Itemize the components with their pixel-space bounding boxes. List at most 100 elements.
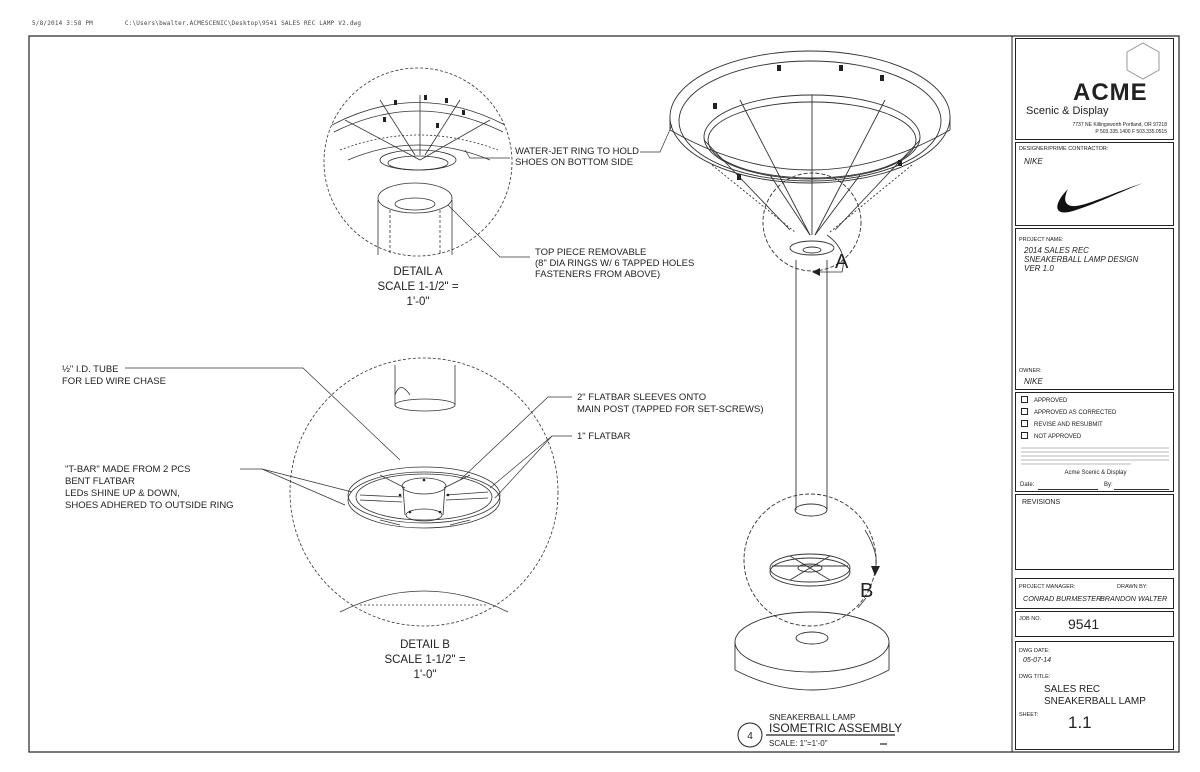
revisions-label: REVISIONS: [1022, 499, 1061, 506]
arrow-b: [864, 529, 877, 571]
callout-flatbar: 1" FLATBAR: [577, 431, 630, 442]
title-block-project: PROJECT NAME: 2014 SALES REC SNEAKERBALL…: [1015, 228, 1174, 390]
callout-tbar-1: "T-BAR" MADE FROM 2 PCS: [65, 464, 191, 475]
company-phone: P 503.335.1400 F 503.335.0515: [1095, 129, 1167, 135]
detail-a-scale-2: 1'-0": [407, 296, 430, 308]
leader-flatbar-2: [489, 435, 553, 489]
swoosh-icon: [1057, 183, 1143, 213]
detail-a-bolts: [383, 95, 465, 128]
drawn-label: DRAWN BY:: [1117, 584, 1148, 590]
callout-tbar-3: LEDs SHINE UP & DOWN,: [65, 488, 180, 499]
by-label: By:: [1104, 482, 1113, 488]
owner-label: OWNER:: [1019, 368, 1042, 374]
dwg-date: 05-07-14: [1023, 657, 1052, 664]
detail-b-scale-1: SCALE 1-1/2" =: [384, 654, 465, 666]
sheet-border: [28, 35, 1180, 753]
arrow-b-head: [871, 566, 880, 576]
pm-name: CONRAD BURMESTER: [1023, 594, 1102, 603]
callout-top-piece-2: (8" DIA RINGS W/ 6 TAPPED HOLES: [535, 258, 694, 269]
approval-revise-resubmit[interactable]: REVISE AND RESUBMIT: [1021, 420, 1103, 428]
leader-ring: [640, 124, 673, 153]
pm-label: PROJECT MANAGER:: [1019, 584, 1076, 590]
callout-texts: WATER-JET RING TO HOLD SHOES ON BOTTOM S…: [62, 146, 764, 511]
title-block-job: JOB NO. 9541: [1015, 611, 1174, 637]
approval-approved[interactable]: APPROVED: [1021, 396, 1067, 404]
company-name: ACME: [1073, 79, 1148, 106]
detail-b-bolts: [398, 478, 450, 514]
dwg-title-1: SALES REC: [1044, 684, 1101, 695]
detail-a-scale-1: SCALE 1-1/2" =: [377, 281, 458, 293]
leader-flatbar: [494, 435, 572, 499]
dwg-date-label: DWG DATE:: [1019, 648, 1050, 654]
callout-waterjet-1: WATER-JET RING TO HOLD: [515, 146, 639, 157]
callout-top-piece-3: FASTENERS FROM ABOVE): [535, 269, 660, 280]
project-line-2: SNEAKERBALL LAMP DESIGN: [1024, 255, 1139, 264]
project-line-3: VER 1.0: [1024, 264, 1054, 273]
date-label: Date:: [1020, 482, 1035, 488]
leader-waterjet: [464, 149, 510, 159]
view-title: ISOMETRIC ASSEMBLY: [769, 721, 902, 735]
leader-sleeve: [459, 396, 572, 481]
company-address: 7737 NE Killingsworth Portland, OR 97218: [1072, 122, 1168, 128]
callout-sleeve-2: MAIN POST (TAPPED FOR SET-SCREWS): [577, 404, 764, 415]
view-title-block: 4 SNEAKERBALL LAMP ISOMETRIC ASSEMBLY SC…: [737, 712, 902, 748]
callout-top-piece-1: TOP PIECE REMOVABLE: [535, 247, 646, 258]
leader-tube: [125, 367, 401, 461]
job-number: 9541: [1068, 616, 1100, 632]
client-name: NIKE: [1024, 157, 1043, 166]
title-block-client: DESIGNER/PRIME CONTRACTOR: NIKE: [1015, 142, 1174, 226]
approval-label: NOT APPROVED: [1034, 434, 1082, 440]
detail-a-title: DETAIL A: [393, 266, 443, 278]
plot-file-path: C:\Users\bwalter.ACMESCENIC\Desktop\9541…: [124, 20, 362, 27]
owner-name: NIKE: [1024, 377, 1043, 386]
callout-tube-1: ½" I.D. TUBE: [62, 364, 119, 375]
leader-tbar-2: [261, 468, 353, 493]
job-label: JOB NO.: [1019, 616, 1042, 622]
client-label: DESIGNER/PRIME CONTRACTOR:: [1019, 146, 1109, 152]
drawn-name: BRANDON WALTER: [1100, 594, 1168, 603]
sheet-number: 1.1: [1068, 713, 1092, 732]
marker-a: A: [835, 251, 849, 273]
title-block-logo: ACME Scenic & Display 7737 NE Killingswo…: [1015, 38, 1174, 140]
project-line-1: 2014 SALES REC: [1024, 246, 1089, 255]
plot-timestamp: 5/8/2014 3:58 PM: [32, 20, 93, 27]
title-block-revisions: REVISIONS: [1015, 494, 1174, 570]
callout-sleeve-1: 2" FLATBAR SLEEVES ONTO: [577, 392, 706, 403]
title-block-personnel: PROJECT MANAGER: DRAWN BY: CONRAD BURMES…: [1015, 578, 1174, 609]
lamp-assembly: [669, 50, 951, 691]
title-block-approval: APPROVED APPROVED AS CORRECTED REVISE AN…: [1015, 392, 1174, 492]
detail-a-view: [323, 67, 513, 257]
view-scale: SCALE: 1"=1'-0": [769, 739, 828, 748]
callout-tbar-2: BENT FLATBAR: [65, 476, 135, 487]
callout-tbar-4: SHOES ADHERED TO OUTSIDE RING: [65, 500, 234, 511]
company-sub: Scenic & Display: [1026, 105, 1109, 117]
callout-waterjet-2: SHOES ON BOTTOM SIDE: [515, 157, 633, 168]
hexagon-icon: [1126, 42, 1160, 80]
view-number: 4: [747, 731, 753, 742]
detail-b-scale-2: 1'-0": [414, 669, 437, 681]
title-block-dwg: DWG DATE: 05-07-14 DWG TITLE: SALES REC …: [1015, 641, 1174, 750]
sheet-label: SHEET:: [1019, 712, 1039, 718]
arrow-b-tail: [857, 597, 867, 609]
leader-top-piece: [447, 204, 530, 258]
dwg-title-2: SNEAKERBALL LAMP: [1044, 696, 1146, 707]
leader-tbar: [240, 468, 346, 506]
detail-b-title: DETAIL B: [400, 639, 450, 651]
view-subtitle: SNEAKERBALL LAMP: [769, 712, 856, 722]
plot-header: 5/8/2014 3:58 PM C:\Users\bwalter.ACMESC…: [32, 20, 389, 27]
detail-b-view: [289, 357, 559, 627]
approval-label: APPROVED AS CORRECTED: [1034, 410, 1117, 416]
lamp-brackets: [713, 65, 902, 180]
view-number-circle: [737, 722, 763, 748]
approval-not-approved[interactable]: NOT APPROVED: [1021, 432, 1081, 440]
approval-label: APPROVED: [1034, 398, 1068, 404]
approval-signoff: Acme Scenic & Display: [1064, 470, 1127, 476]
dwg-title-label: DWG TITLE:: [1019, 674, 1051, 680]
project-label: PROJECT NAME:: [1019, 237, 1064, 243]
arrow-a: [820, 234, 844, 273]
approval-approved-as-corrected[interactable]: APPROVED AS CORRECTED: [1021, 408, 1116, 416]
detail-titles: DETAIL A SCALE 1-1/2" = 1'-0" DETAIL B S…: [377, 266, 465, 681]
approval-fine-print: [1021, 447, 1169, 465]
callout-tube-2: FOR LED WIRE CHASE: [62, 376, 166, 387]
